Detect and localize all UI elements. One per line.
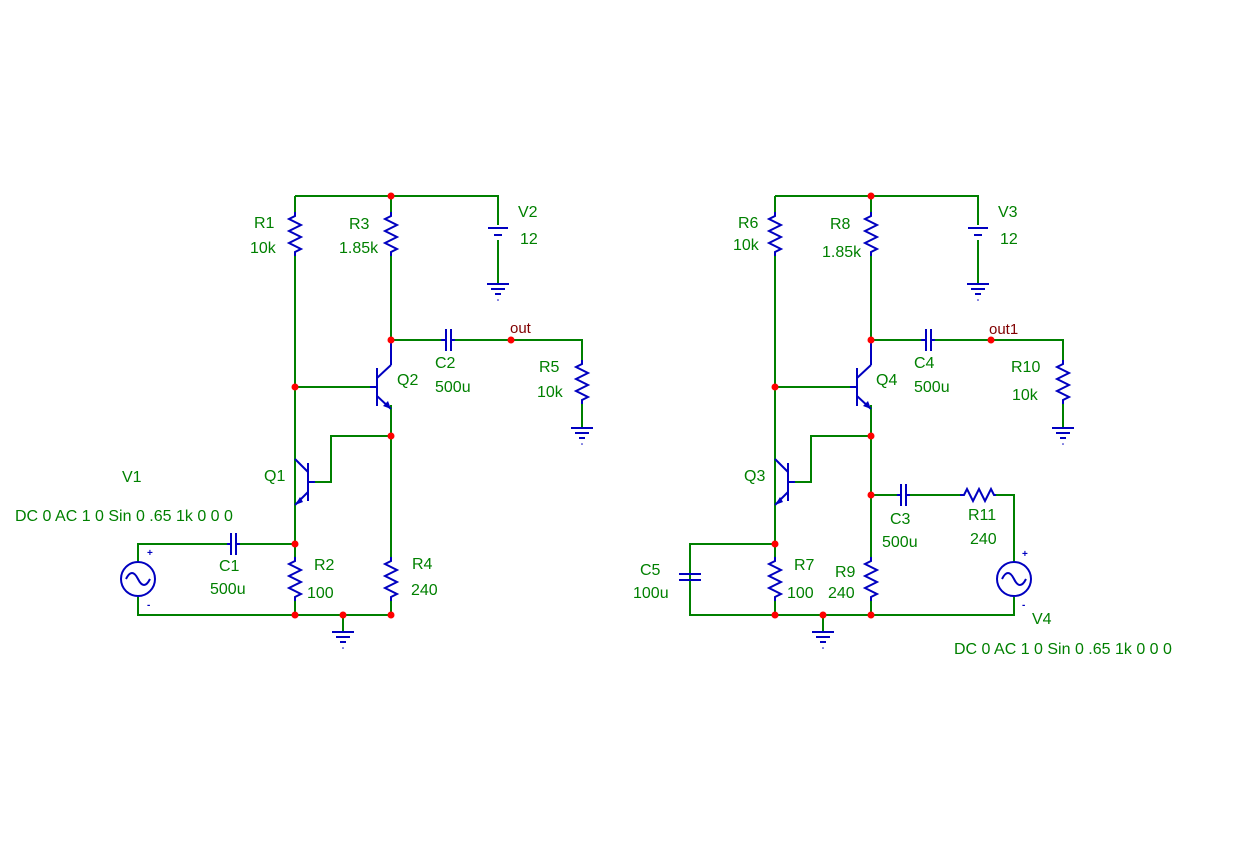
ground-symbol <box>811 631 835 650</box>
c5-value-label: 100u <box>633 585 669 602</box>
c3-name-label: C3 <box>890 511 911 528</box>
v4-plus-pin: + <box>1022 549 1028 560</box>
v1-name-label: V1 <box>122 469 142 486</box>
v2-value-label: 12 <box>520 231 538 248</box>
q2-name-label: Q2 <box>397 372 418 389</box>
r2-value-label: 100 <box>307 585 334 602</box>
resistor-r4[interactable] <box>384 556 398 602</box>
right-wires <box>689 195 1064 632</box>
ground-symbol <box>966 283 990 302</box>
v1-spec-label: DC 0 AC 1 0 Sin 0 .65 1k 0 0 0 <box>15 508 233 525</box>
resistor-r2[interactable] <box>288 556 302 602</box>
r7-value-label: 100 <box>787 585 814 602</box>
net-label-out: out <box>510 320 532 337</box>
transistor-q1[interactable] <box>294 458 315 506</box>
v4-spec-label: DC 0 AC 1 0 Sin 0 .65 1k 0 0 0 <box>954 641 1172 658</box>
c4-name-label: C4 <box>914 355 935 372</box>
right-circuit: + - R6 10k R8 1.85k V3 12 out1 C4 500u Q… <box>633 192 1172 658</box>
resistor-r7[interactable] <box>768 556 782 602</box>
c2-name-label: C2 <box>435 355 456 372</box>
capacitor-c3[interactable] <box>897 484 910 506</box>
v4-minus-pin: - <box>1022 600 1025 611</box>
q1-name-label: Q1 <box>264 468 285 485</box>
r9-name-label: R9 <box>835 564 856 581</box>
battery-v2[interactable] <box>487 227 509 236</box>
r8-name-label: R8 <box>830 216 851 233</box>
junction-nodes <box>771 192 995 619</box>
resistor-r10[interactable] <box>1056 359 1070 405</box>
q3-name-label: Q3 <box>744 468 765 485</box>
c5-name-label: C5 <box>640 562 661 579</box>
r3-value-label: 1.85k <box>339 240 379 257</box>
r8-value-label: 1.85k <box>822 244 862 261</box>
ac-source-v4[interactable]: + - <box>996 549 1032 611</box>
capacitor-c2[interactable] <box>441 329 455 351</box>
net-label-out1: out1 <box>989 321 1018 338</box>
c1-value-label: 500u <box>210 581 246 598</box>
resistor-r1[interactable] <box>288 211 302 257</box>
battery-v3[interactable] <box>967 227 989 236</box>
v1-plus-pin: + <box>147 548 153 559</box>
transistor-q3[interactable] <box>774 458 795 506</box>
capacitor-c1[interactable] <box>227 533 240 555</box>
resistor-r9[interactable] <box>864 556 878 602</box>
r6-name-label: R6 <box>738 215 759 232</box>
ac-source-v1[interactable]: + - <box>120 548 156 611</box>
v3-value-label: 12 <box>1000 231 1018 248</box>
junction-nodes <box>291 192 515 619</box>
r7-name-label: R7 <box>794 557 815 574</box>
r5-name-label: R5 <box>539 359 560 376</box>
resistor-r5[interactable] <box>575 359 589 405</box>
transistor-q4[interactable] <box>850 340 872 410</box>
capacitor-c5[interactable] <box>679 573 701 581</box>
c2-value-label: 500u <box>435 379 471 396</box>
c1-name-label: C1 <box>219 558 240 575</box>
c3-value-label: 500u <box>882 534 918 551</box>
resistor-r6[interactable] <box>768 211 782 257</box>
r1-name-label: R1 <box>254 215 275 232</box>
r4-value-label: 240 <box>411 582 438 599</box>
ground-symbol <box>570 427 594 446</box>
r11-name-label: R11 <box>968 507 996 524</box>
r2-name-label: R2 <box>314 557 335 574</box>
ground-symbol <box>486 283 510 302</box>
r5-value-label: 10k <box>537 384 564 401</box>
transistor-q2[interactable] <box>370 340 392 410</box>
q4-name-label: Q4 <box>876 372 897 389</box>
r11-value-label: 240 <box>970 531 997 548</box>
v3-name-label: V3 <box>998 204 1018 221</box>
left-circuit: + - R1 10k R3 1.85k V2 12 out C2 500u Q2 <box>15 192 594 650</box>
r4-name-label: R4 <box>412 556 433 573</box>
ground-symbol <box>1051 427 1075 446</box>
resistor-r8[interactable] <box>864 211 878 257</box>
ground-symbol <box>331 631 355 650</box>
resistor-r3[interactable] <box>384 211 398 257</box>
r1-value-label: 10k <box>250 240 277 257</box>
resistor-r11[interactable] <box>960 486 996 504</box>
r6-value-label: 10k <box>733 237 760 254</box>
v1-minus-pin: - <box>147 600 150 611</box>
capacitor-c4[interactable] <box>921 329 935 351</box>
r10-value-label: 10k <box>1012 387 1039 404</box>
r9-value-label: 240 <box>828 585 855 602</box>
v4-name-label: V4 <box>1032 611 1052 628</box>
c4-value-label: 500u <box>914 379 950 396</box>
r10-name-label: R10 <box>1011 359 1040 376</box>
r3-name-label: R3 <box>349 216 370 233</box>
v2-name-label: V2 <box>518 204 538 221</box>
left-wires <box>137 195 583 632</box>
